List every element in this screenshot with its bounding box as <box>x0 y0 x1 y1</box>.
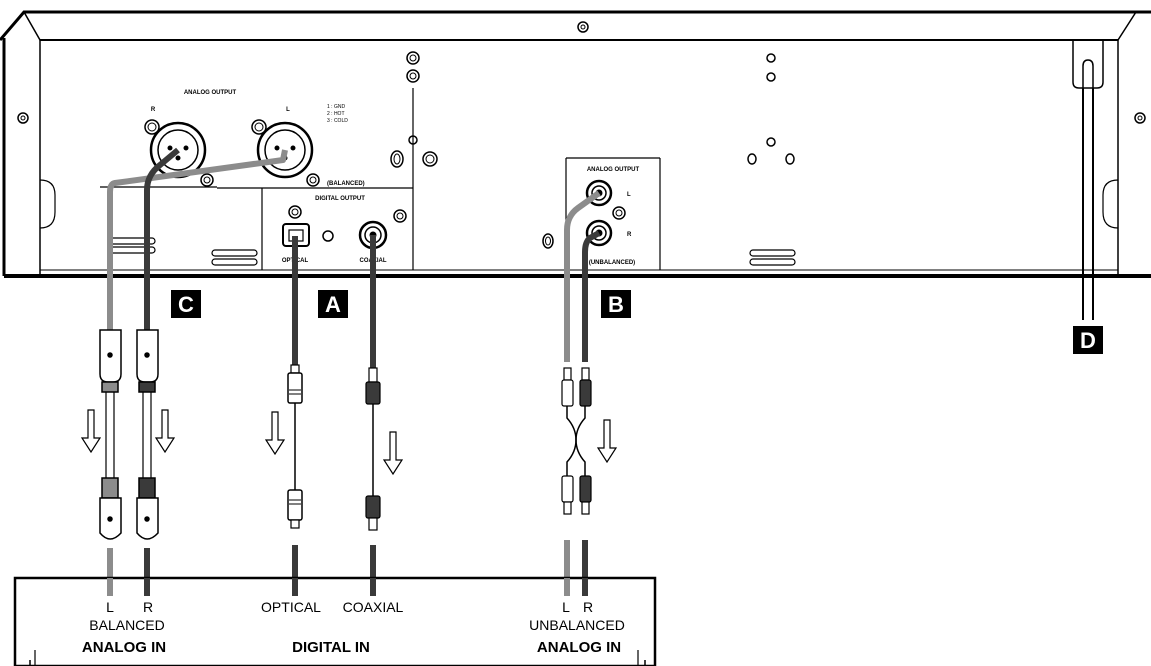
coaxial-output-jack <box>358 209 407 250</box>
power-cord <box>1072 40 1104 320</box>
pin-2-label: 2 : HOT <box>327 111 345 117</box>
balanced-mode-label: (BALANCED) <box>327 181 365 187</box>
unbalanced-cable-right <box>582 230 601 362</box>
receiver-optical: OPTICAL <box>261 599 321 615</box>
unbalanced-output-right-label: R <box>627 232 632 238</box>
receiver-unbalanced-l: L <box>562 599 570 615</box>
unbalanced-output-title: ANALOG OUTPUT <box>587 167 640 173</box>
svg-text:D: D <box>1080 328 1096 353</box>
optical-cable <box>287 236 303 596</box>
svg-text:B: B <box>608 292 624 317</box>
badge-a: A <box>318 290 348 318</box>
badge-c: C <box>171 290 201 318</box>
panel-dividers <box>100 88 661 270</box>
xlr-plugs <box>99 329 159 540</box>
unbalanced-mode-label: (UNBALANCED) <box>589 260 635 266</box>
badge-b: B <box>601 290 631 318</box>
panel-vents <box>109 237 796 266</box>
xlr-output-right <box>144 119 214 187</box>
rca-plugs <box>561 367 592 515</box>
receiver-balanced-l: L <box>106 599 114 615</box>
rear-panel <box>0 10 1151 278</box>
pin-3-label: 3 : COLD <box>327 118 348 124</box>
balanced-output-left-label: L <box>286 107 290 113</box>
receiver-unbalanced-label: UNBALANCED <box>529 617 625 633</box>
balanced-cable-right <box>144 147 180 330</box>
unbalanced-cable-left <box>564 190 601 362</box>
svg-text:C: C <box>178 292 194 317</box>
svg-text:A: A <box>325 292 341 317</box>
unbalanced-output-left-label: L <box>627 192 631 198</box>
panel-screws <box>390 51 795 249</box>
pin-1-label: 1 : GND <box>327 104 345 110</box>
optical-output-jack <box>282 205 334 247</box>
balanced-cable-left <box>107 149 288 330</box>
balanced-output-title: ANALOG OUTPUT <box>184 90 237 96</box>
receiver-box <box>13 576 657 666</box>
coaxial-cable <box>365 235 381 596</box>
receiver-analog-in-right: ANALOG IN <box>537 639 621 656</box>
receiver-digital-in: DIGITAL IN <box>292 639 370 656</box>
balanced-output-right-label: R <box>151 107 156 113</box>
arrow-down-icon <box>80 409 618 476</box>
receiver-analog-in-left: ANALOG IN <box>82 639 166 656</box>
receiver-coaxial: COAXIAL <box>343 599 404 615</box>
receiver-balanced-label: BALANCED <box>89 617 164 633</box>
receiver-balanced-r: R <box>143 599 153 615</box>
receiver-unbalanced-r: R <box>583 599 593 615</box>
digital-output-title: DIGITAL OUTPUT <box>315 196 365 202</box>
badge-d: D <box>1073 326 1103 354</box>
